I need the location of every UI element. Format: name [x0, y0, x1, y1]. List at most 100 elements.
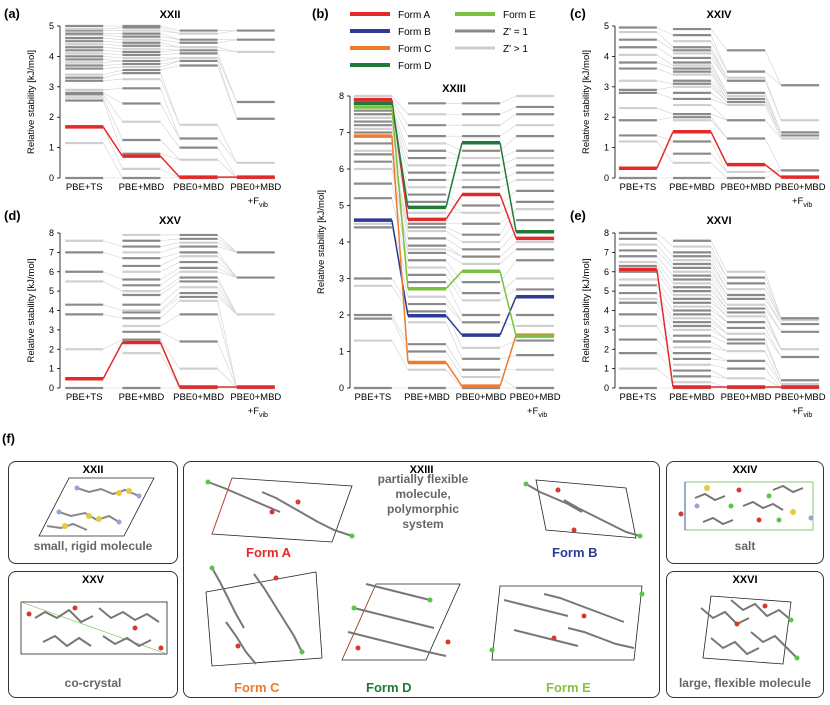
connector-line — [710, 283, 728, 305]
connector-line — [391, 285, 409, 312]
legend-label: Z' > 1 — [503, 44, 528, 55]
xxiii-note-line-3: polymorphic — [386, 502, 459, 516]
connector-line — [656, 238, 674, 257]
y-tick-label: 2 — [49, 112, 54, 122]
y-tick-label: 0 — [49, 173, 54, 183]
x-tick-label: PBE+TS — [66, 392, 103, 403]
connector-line — [764, 333, 782, 358]
connector-line — [217, 30, 237, 34]
connector-line — [217, 292, 238, 315]
y-tick-label: 5 — [49, 21, 54, 31]
connector-line — [103, 46, 123, 50]
connector-line — [764, 339, 782, 381]
connector-line — [656, 27, 674, 36]
connector-line — [391, 318, 409, 352]
connector-line — [499, 241, 517, 257]
connector-line — [710, 153, 728, 173]
connector-line — [160, 314, 180, 327]
connector-line — [656, 298, 674, 323]
connector-line — [710, 28, 728, 51]
connector-line — [103, 43, 123, 47]
connector-line — [710, 120, 728, 139]
connector-line — [710, 80, 728, 100]
x-tick-label-fvib: +Fvib — [527, 406, 547, 419]
connector-line — [710, 263, 728, 290]
connector-line — [217, 271, 237, 278]
connector-line — [656, 244, 674, 265]
connector-line — [217, 261, 237, 278]
connector-line — [710, 310, 728, 323]
connector-line — [160, 88, 180, 139]
connector-line — [656, 339, 674, 360]
connector-line — [710, 290, 728, 309]
form-label-a: Form A — [246, 545, 292, 560]
global-minimum-form-connector — [159, 342, 181, 388]
connector-line — [764, 277, 782, 319]
connector-line — [499, 201, 517, 214]
molecule-box-xxvi: XXVI large, flexible molecule — [666, 571, 824, 698]
legend-label: Form B — [398, 27, 431, 38]
connector-line — [160, 277, 180, 292]
connector-line — [764, 104, 782, 139]
connector-line — [764, 98, 782, 136]
connector-line — [217, 314, 238, 389]
x-tick-label: PBE+TS — [66, 182, 103, 193]
connector-line — [103, 314, 123, 319]
connector-line — [710, 83, 728, 103]
connector-line — [710, 92, 728, 106]
connector-line — [656, 279, 674, 303]
chart-title-b: XXIII — [442, 83, 466, 95]
connector-line — [445, 245, 463, 257]
connector-line — [656, 68, 674, 75]
connector-line — [160, 139, 180, 160]
connector-line — [103, 34, 123, 37]
panel-letter-a: (a) — [4, 6, 20, 21]
connector-line — [710, 74, 728, 100]
connector-line — [656, 86, 674, 91]
connector-line — [656, 368, 674, 383]
crystal-structure-form-e — [489, 585, 645, 661]
panel-letter-f: (f) — [2, 431, 15, 446]
y-tick-label: 1 — [339, 347, 344, 357]
x-tick-label: PBE0+MBD — [510, 392, 561, 403]
connector-line — [391, 143, 409, 228]
crystal-structure-form-b — [523, 479, 643, 539]
connector-line — [764, 289, 782, 321]
connector-line — [656, 256, 674, 276]
connector-line — [710, 302, 728, 317]
panel-letter-d: (d) — [4, 208, 21, 223]
y-tick-label: 5 — [604, 21, 609, 31]
connector-line — [217, 368, 238, 389]
connector-line — [710, 287, 728, 309]
chart-title-d: XXV — [159, 215, 182, 227]
connector-line — [160, 168, 180, 179]
connector-line — [710, 325, 728, 340]
y-tick-label: 7 — [339, 128, 344, 138]
connector-line — [160, 300, 180, 319]
x-tick-label: PBE0+MBD — [775, 392, 826, 403]
connector-line — [102, 94, 123, 122]
connector-line — [103, 240, 123, 247]
connector-line — [656, 80, 674, 85]
connector-line — [160, 42, 180, 48]
connector-line — [656, 325, 674, 354]
connector-line — [102, 97, 123, 141]
connector-line — [656, 135, 674, 142]
form-a-connector — [445, 194, 463, 220]
connector-line — [103, 53, 123, 56]
connector-line — [656, 54, 674, 66]
molecule-box-xxiv: XXIV salt — [666, 461, 824, 564]
x-tick-label: PBE0+MBD — [721, 392, 772, 403]
connector-line — [710, 86, 728, 103]
connector-line — [160, 252, 180, 259]
connector-line — [656, 116, 674, 121]
connector-line — [710, 259, 728, 290]
connector-line — [499, 354, 517, 360]
connector-line — [217, 124, 238, 163]
form-e-connector — [391, 106, 409, 289]
connector-line — [217, 300, 238, 389]
crystal-structure-xxv — [20, 601, 168, 655]
